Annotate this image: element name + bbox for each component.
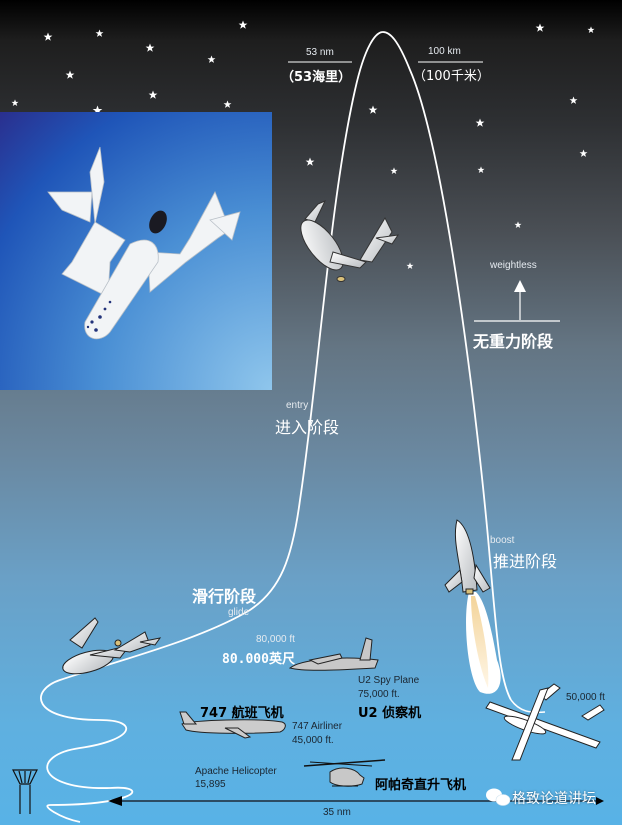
boost-label: boost <box>490 535 515 546</box>
u2-plane-icon <box>288 637 379 671</box>
spaceship-icon <box>300 200 400 282</box>
weightless-label: weightless <box>490 260 537 271</box>
apogee-label-nm-zh: （53海里） <box>281 70 352 85</box>
apogee-label-km: 100 km <box>428 46 461 57</box>
airliner-name-zh: 747 航班飞机 <box>200 706 284 721</box>
entry-label-zh: 进入阶段 <box>275 418 340 437</box>
u2-altitude: 75,000 ft. <box>358 689 400 700</box>
u2-name-zh: U2 侦察机 <box>358 706 422 721</box>
spaceship-photo <box>0 112 272 390</box>
arrow-left-icon <box>108 796 604 806</box>
entry-label: entry <box>286 400 309 411</box>
carrier-altitude: 50,000 ft <box>566 692 605 703</box>
carrier-aircraft-icon <box>485 683 605 761</box>
rocket-icon <box>444 519 491 595</box>
wechat-icon <box>486 788 511 806</box>
helicopter-icon <box>303 759 386 787</box>
watermark-text: 格致论道讲坛 <box>512 791 596 807</box>
u2-name: U2 Spy Plane <box>358 675 420 686</box>
control-tower-icon <box>12 769 38 814</box>
release-altitude-label: 80,000 ft <box>256 634 295 645</box>
flight-trajectory <box>40 31 512 823</box>
glide-label: glide <box>228 607 250 618</box>
spaceship-photo-icon <box>47 146 241 340</box>
helicopter-altitude: 15,895 <box>195 779 226 790</box>
glide-label-zh: 滑行阶段 <box>192 587 257 606</box>
release-altitude-label-zh: 80.000英尺 <box>222 652 295 667</box>
airliner-icon <box>179 711 286 739</box>
weightless-label-zh: 无重力阶段 <box>473 332 554 351</box>
airliner-name: 747 Airliner <box>292 721 343 732</box>
arrow-up-icon <box>474 280 560 322</box>
apogee-label-nm: 53 nm <box>306 47 334 58</box>
apogee-label-km-zh: （100千米） <box>413 69 490 84</box>
helicopter-name-zh: 阿帕奇直升飞机 <box>375 778 467 793</box>
ground-distance-label: 35 nm <box>323 807 351 818</box>
spaceship-glide-icon <box>62 617 162 675</box>
helicopter-name: Apache Helicopter <box>195 766 277 777</box>
boost-label-zh: 推进阶段 <box>493 552 558 571</box>
airliner-altitude: 45,000 ft. <box>292 735 334 746</box>
